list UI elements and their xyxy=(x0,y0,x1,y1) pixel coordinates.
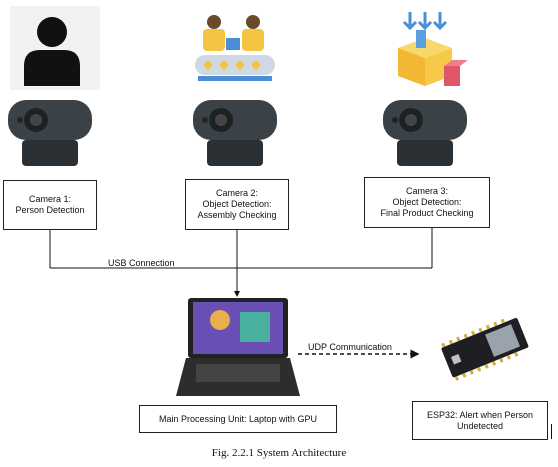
camera-1-label-box: Camera 1: Person Detection xyxy=(3,180,97,230)
text-cursor xyxy=(551,424,552,439)
figure-caption: Fig. 2.2.1 System Architecture xyxy=(211,447,347,459)
esp32-label-box: ESP32: Alert when Person Undetected xyxy=(412,401,548,440)
udp-communication-label: UDP Communication xyxy=(308,342,392,352)
camera-3-label-box: Camera 3: Object Detection: Final Produc… xyxy=(364,177,490,228)
laptop-label-box: Main Processing Unit: Laptop with GPU xyxy=(139,405,337,433)
usb-connection-label: USB Connection xyxy=(108,258,175,268)
camera-2-label-box: Camera 2: Object Detection: Assembly Che… xyxy=(185,179,289,230)
